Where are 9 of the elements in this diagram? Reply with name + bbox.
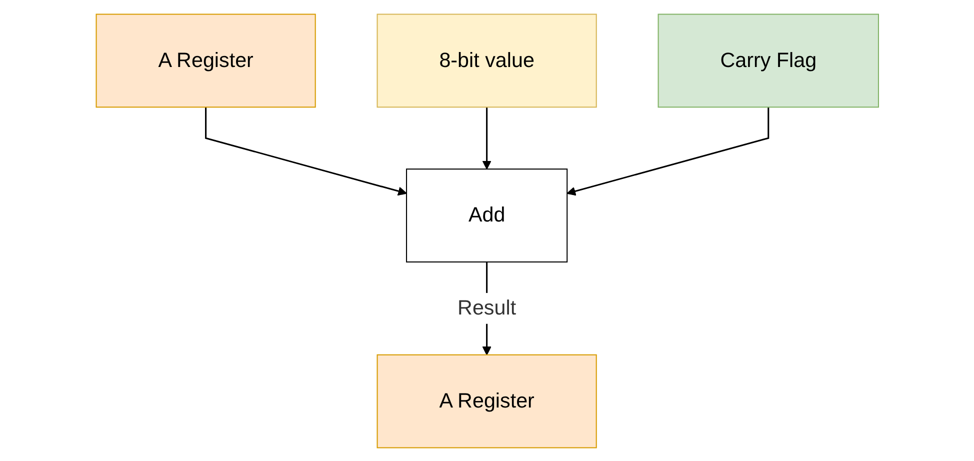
process-box: 8-bit value	[376, 13, 596, 108]
arrow	[204, 106, 407, 196]
arrow	[566, 106, 769, 196]
process-box: Add	[406, 168, 568, 262]
arrow	[482, 106, 491, 169]
edge-label: Result	[457, 296, 516, 320]
process-box: A Register	[376, 354, 596, 448]
process-box: Carry Flag	[657, 13, 879, 108]
process-box: A Register	[95, 13, 316, 108]
